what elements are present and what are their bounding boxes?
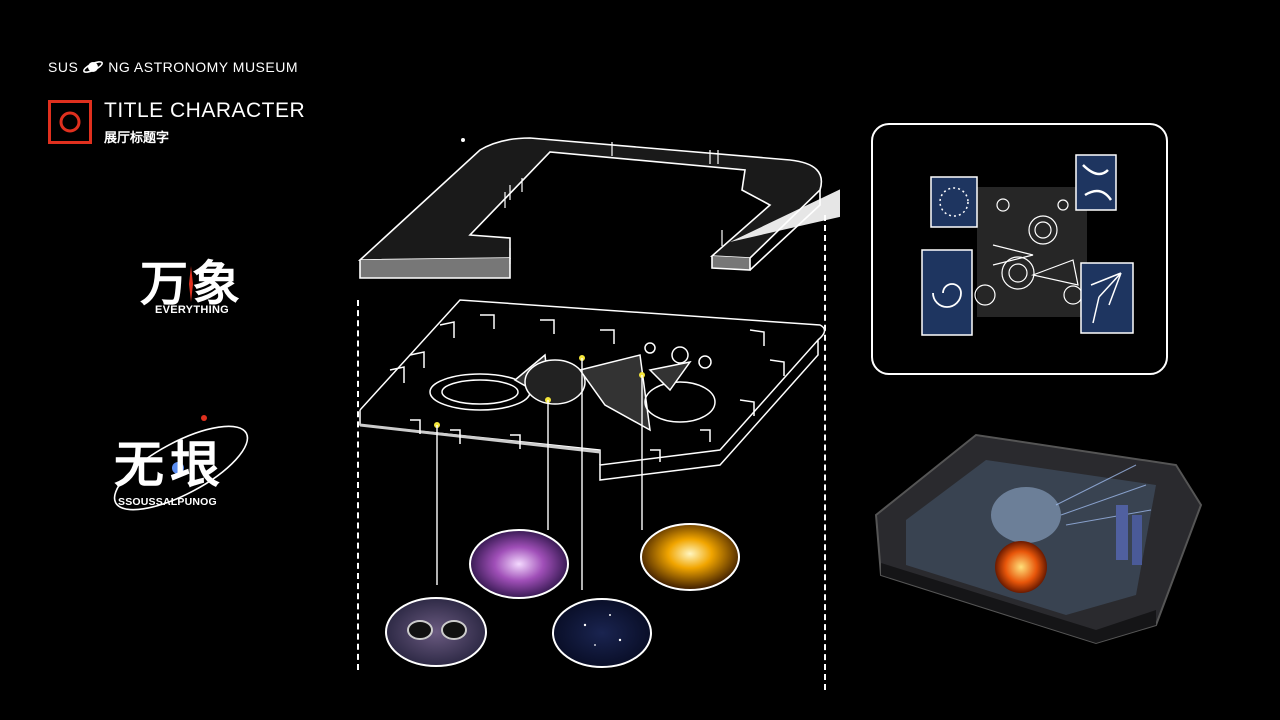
title-chinese: 展厅标题字: [104, 130, 170, 145]
logo-boundless-cn: 无垠: [114, 436, 226, 494]
lower-floor-plan: [359, 299, 826, 481]
logo-everything: 万象 EVERYTHING: [122, 260, 262, 316]
theme-image-sun-rays: [640, 523, 740, 591]
planet-icon: [83, 61, 104, 73]
guide-line-right: [824, 215, 826, 690]
museum-name-left: SUS: [48, 59, 79, 75]
wall-art-detail: [921, 154, 1134, 336]
theme-image-nebula: [469, 529, 569, 599]
target-icon: [48, 100, 92, 144]
guide-line-left: [357, 300, 359, 670]
title-english: TITLE CHARACTER: [104, 99, 306, 122]
upper-floor-plan: [357, 137, 823, 279]
star-dot: [461, 138, 465, 142]
navy-panel-pattern: [1075, 154, 1117, 211]
hall-3d-render: [874, 433, 1203, 645]
sun-exhibit: [995, 541, 1047, 593]
orbit-ring-icon: [113, 415, 249, 511]
red-accent-icon: [189, 266, 193, 302]
section-title: TITLE CHARACTER 展厅标题字: [48, 100, 305, 146]
theme-image-star-field: [552, 598, 652, 668]
theme-image-black-hole: [385, 597, 487, 667]
navy-panel-galaxy: [921, 249, 973, 336]
navy-panel-spiral: [930, 176, 978, 228]
visitor-figures: [504, 142, 723, 264]
logo-everything-en: EVERYTHING: [154, 304, 230, 316]
exploded-axonometric-diagram: [357, 137, 840, 668]
logo-boundless-en: SSOUSSALPUNOG: [118, 496, 217, 508]
museum-name-right: NG ASTRONOMY MUSEUM: [108, 59, 298, 75]
leader-lines: [436, 358, 643, 590]
logo-boundless: 无垠 SSOUSSALPUNOG: [106, 410, 256, 520]
detail-inset-panel: [871, 123, 1168, 375]
navy-panel-burst: [1080, 262, 1134, 334]
museum-name: SUS NG ASTRONOMY MUSEUM: [48, 58, 298, 76]
